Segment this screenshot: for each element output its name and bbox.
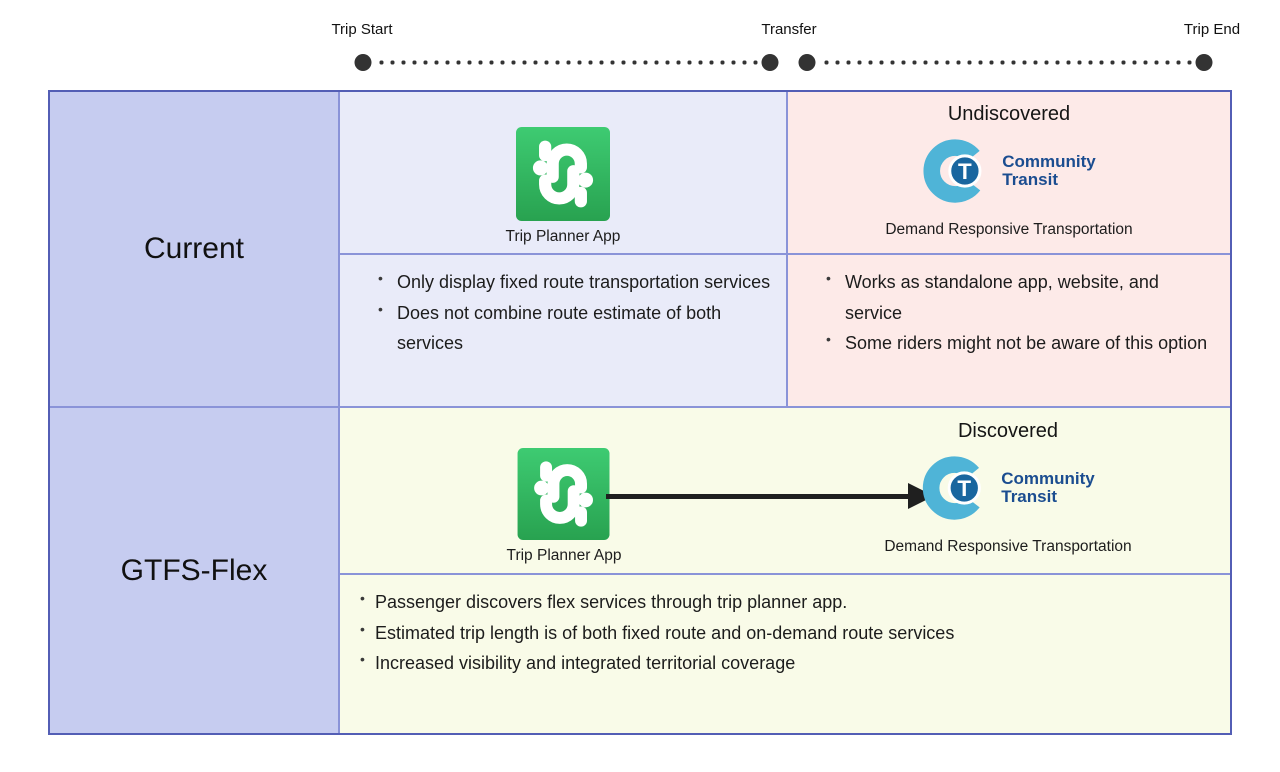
current-app-caption: Trip Planner App <box>505 228 621 245</box>
gtfs-flow-cell: Trip Planner App Discovered T Community … <box>340 408 1230 575</box>
row-label-gtfs-flex: GTFS-Flex <box>50 408 340 733</box>
trip-planner-app-icon <box>516 127 610 221</box>
current-app-bullet-list: Only display fixed route transportation … <box>340 255 786 359</box>
timeline-node-transfer-a-icon <box>761 54 779 71</box>
timeline-label-transfer: Transfer <box>761 21 817 38</box>
current-drt-caption: Demand Responsive Transportation <box>885 221 1133 238</box>
current-drt-bullet-list: Works as standalone app, website, and se… <box>788 255 1230 359</box>
gtfs-bullet-list: Passenger discovers flex services throug… <box>340 575 1230 679</box>
list-item: Estimated trip length is of both fixed r… <box>360 618 1216 649</box>
gtfs-drt-caption: Demand Responsive Transportation <box>884 538 1132 555</box>
list-item: Passenger discovers flex services throug… <box>360 587 1216 618</box>
current-trip-planner-cell: Trip Planner App <box>340 92 788 255</box>
community-transit-logo: T Community Transit <box>921 449 1095 527</box>
ct-wordmark-line2: Transit <box>1002 170 1058 189</box>
community-transit-logo: T Community Transit <box>922 132 1096 210</box>
trip-planner-app-icon <box>517 448 610 540</box>
timeline-dotted-segment-1 <box>376 59 758 66</box>
ct-t-letter: T <box>957 476 971 501</box>
gtfs-notes: Passenger discovers flex services throug… <box>340 575 1230 733</box>
current-drt-notes: Works as standalone app, website, and se… <box>788 255 1230 408</box>
list-item: Only display fixed route transportation … <box>376 267 772 298</box>
gtfs-app-caption: Trip Planner App <box>506 547 622 564</box>
timeline-node-start-icon <box>354 54 372 71</box>
current-app-notes: Only display fixed route transportation … <box>340 255 788 408</box>
timeline-dotted-segment-2 <box>821 59 1192 66</box>
discovery-arrow <box>606 483 934 509</box>
gtfs-row-title: GTFS-Flex <box>120 553 268 587</box>
list-item: Does not combine route estimate of both … <box>376 298 772 359</box>
gtfs-drt-block: Discovered T Community Transit Demand Re… <box>884 420 1131 556</box>
current-drt-cell: Undiscovered T Community Transit Demand … <box>788 92 1230 255</box>
ct-wordmark-line2: Transit <box>1001 487 1057 506</box>
gtfs-drt-status: Discovered <box>957 420 1059 442</box>
ct-wordmark-line1: Community <box>1001 468 1095 488</box>
ct-wordmark-line1: Community <box>1002 151 1096 171</box>
list-item: Works as standalone app, website, and se… <box>824 267 1216 328</box>
trip-timeline: Trip Start Transfer Trip End <box>0 0 1280 90</box>
gtfs-trip-planner-block: Trip Planner App <box>506 448 622 565</box>
community-transit-wordmark: Community Transit <box>1001 468 1095 507</box>
community-transit-c-icon: T <box>922 456 987 520</box>
community-transit-c-icon: T <box>923 139 988 203</box>
row-label-current: Current <box>50 92 340 408</box>
current-row-title: Current <box>143 232 245 265</box>
ct-t-letter: T <box>958 159 972 184</box>
timeline-label-trip-start: Trip Start <box>331 21 393 38</box>
community-transit-wordmark: Community Transit <box>1002 151 1096 190</box>
timeline-node-transfer-b-icon <box>798 54 816 71</box>
timeline-label-trip-end: Trip End <box>1183 21 1241 38</box>
comparison-table: Current Trip Planner A <box>48 90 1232 735</box>
timeline-node-end-icon <box>1195 54 1213 71</box>
list-item: Increased visibility and integrated terr… <box>360 648 1216 679</box>
current-drt-status: Undiscovered <box>947 103 1071 125</box>
list-item: Some riders might not be aware of this o… <box>824 328 1216 359</box>
